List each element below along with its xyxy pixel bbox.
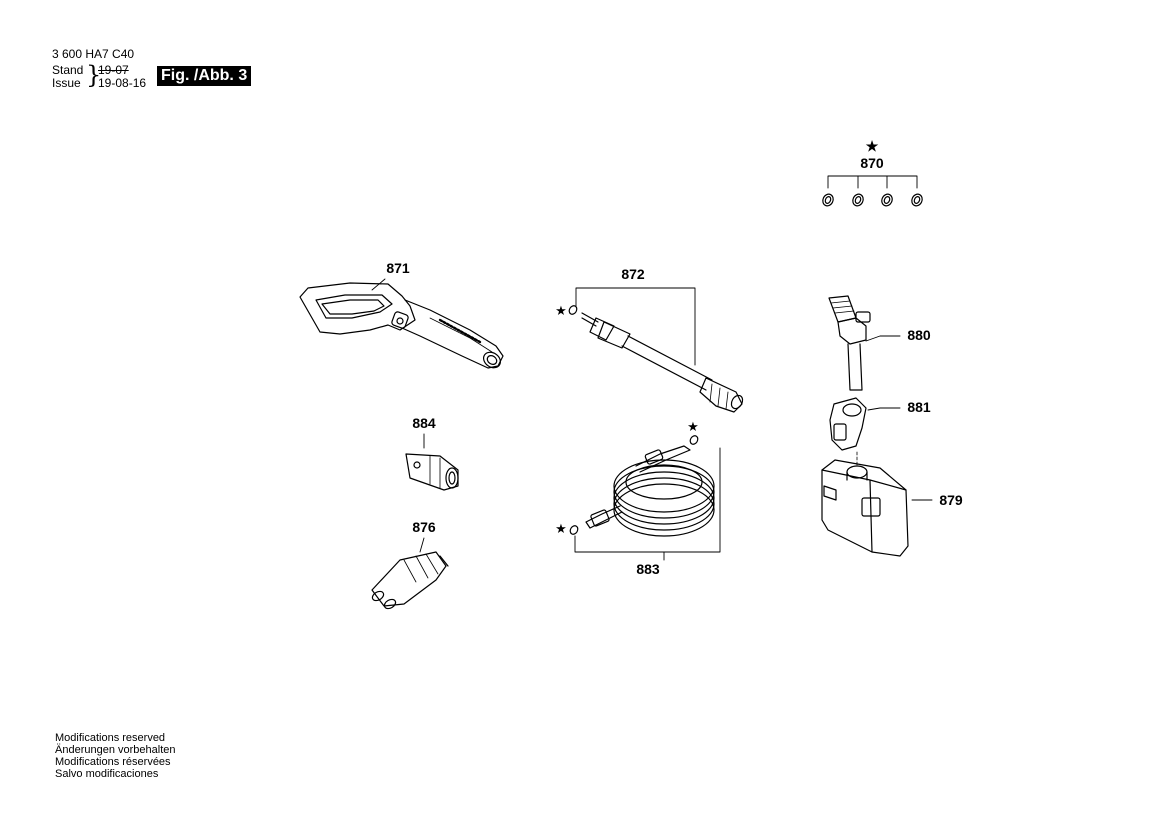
part-number-884: 884 [412, 415, 436, 431]
footer-line-de: Änderungen vorbehalten [55, 744, 176, 756]
part-884-coupling: 884 [405, 415, 459, 491]
star-marker-883-top: ★ [687, 419, 699, 434]
stand-date: 19-07 [98, 63, 129, 77]
part-number-880: 880 [907, 327, 931, 343]
part-880-angled-nozzle: 880 [828, 295, 931, 391]
part-870-oring-set: ★ 870 [822, 138, 923, 207]
document-number: 3 600 HA7 C40 [52, 47, 135, 61]
issue-date: 19-08-16 [98, 76, 147, 90]
figure-tag: Fig. /Abb. 3 [157, 66, 252, 86]
part-number-872: 872 [621, 266, 645, 282]
stand-label: Stand [52, 63, 84, 77]
part-879-detergent-tank: 879 [821, 451, 963, 557]
star-marker-883-bottom: ★ [555, 521, 567, 536]
part-876-multi-nozzle: 876 [371, 519, 449, 610]
part-number-881: 881 [907, 399, 931, 415]
part-number-876: 876 [412, 519, 436, 535]
footer-line-fr: Modifications réservées [55, 756, 171, 768]
part-881-holder: 881 [829, 397, 931, 451]
part-883-hose: 883 ★ ★ [555, 419, 721, 577]
star-marker-870: ★ [866, 138, 879, 154]
part-871-spray-gun: 871 [299, 260, 504, 369]
part-number-879: 879 [939, 492, 963, 508]
part-number-871: 871 [386, 260, 410, 276]
issue-label: Issue [52, 76, 81, 90]
footer-line-en: Modifications reserved [55, 732, 166, 744]
part-number-870: 870 [860, 155, 884, 171]
part-872-lance: 872 ★ [555, 266, 744, 413]
footer-line-es: Salvo modificaciones [55, 768, 159, 780]
brace-glyph: } [86, 61, 102, 89]
part-number-883: 883 [636, 561, 660, 577]
star-marker-872: ★ [555, 303, 567, 318]
